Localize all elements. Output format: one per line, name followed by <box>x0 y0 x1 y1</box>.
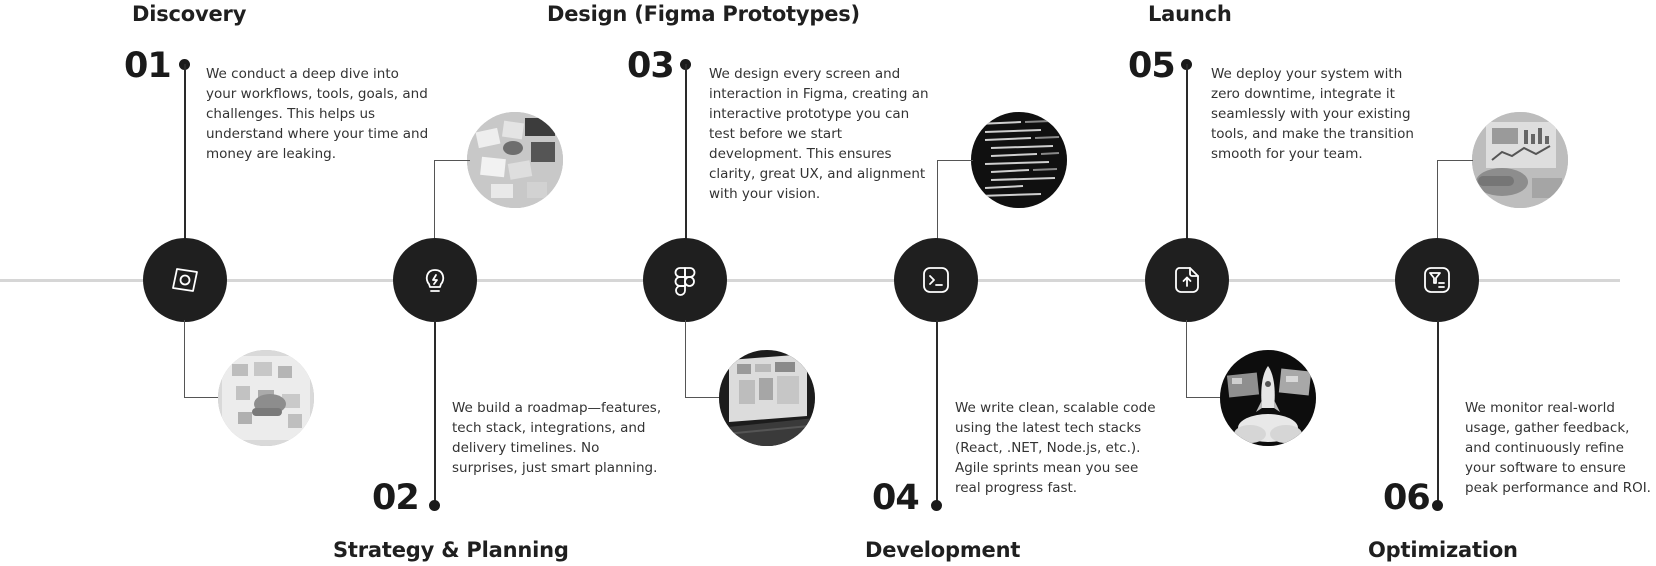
step-5-connector <box>1186 64 1188 240</box>
step-1-photo-connector-v <box>184 320 185 398</box>
step-6-number: 06 <box>1383 478 1431 518</box>
upload-file-icon <box>1175 267 1199 293</box>
lightbulb-icon <box>425 269 445 292</box>
step-6-dot <box>1432 500 1443 511</box>
step-5-photo-connector-v <box>1186 320 1187 398</box>
compass-icon <box>172 268 198 292</box>
step-6-photo-connector-h <box>1437 160 1473 161</box>
step-3-connector <box>685 64 687 240</box>
funnel-list-icon <box>1424 267 1450 293</box>
step-2-description: We build a roadmap—features, tech stack,… <box>452 400 662 476</box>
step-4-icon-circle <box>894 238 978 322</box>
step-6-description: We monitor real-world usage, gather feed… <box>1465 400 1651 496</box>
step-5-photo-connector-h <box>1186 397 1222 398</box>
step-5-number: 05 <box>1128 46 1176 86</box>
step-2-number: 02 <box>372 478 420 518</box>
step-2-connector <box>434 320 436 505</box>
rocket-launch-photo <box>1220 350 1316 446</box>
figma-icon <box>674 267 696 296</box>
step-6-connector <box>1437 320 1439 505</box>
step-6-icon-circle <box>1395 238 1479 322</box>
step-2-icon-circle <box>393 238 477 322</box>
step-3-number: 03 <box>627 46 675 86</box>
dashboard-analytics-photo <box>1472 112 1568 208</box>
step-1-description: We conduct a deep dive into your workflo… <box>206 66 429 162</box>
step-1-icon-circle <box>143 238 227 322</box>
step-2-photo-connector-h <box>434 160 470 161</box>
step-1-title: Discovery <box>132 2 247 26</box>
step-4-title: Development <box>865 538 1021 562</box>
step-5-description: We deploy your system with zero downtime… <box>1211 66 1414 162</box>
whiteboard-photo <box>218 350 314 446</box>
step-4-description: We write clean, scalable code using the … <box>955 400 1156 496</box>
step-1-connector <box>184 64 186 240</box>
terminal-icon <box>923 267 949 293</box>
step-4-connector <box>936 320 938 505</box>
step-6-photo-connector-v <box>1437 160 1438 240</box>
step-1-number: 01 <box>124 46 172 86</box>
step-4-number: 04 <box>872 478 920 518</box>
step-4-photo-connector-h <box>937 160 973 161</box>
step-5-title: Launch <box>1148 2 1232 26</box>
step-3-icon-circle <box>643 238 727 322</box>
timeline-axis <box>0 279 1620 282</box>
step-4-dot <box>931 500 942 511</box>
step-3-photo-connector-h <box>685 397 721 398</box>
step-3-photo-connector-v <box>685 320 686 398</box>
sketch-planning-photo <box>467 112 563 208</box>
figma-laptop-photo <box>719 350 815 446</box>
step-5-icon-circle <box>1145 238 1229 322</box>
step-6-title: Optimization <box>1368 538 1518 562</box>
step-1-photo-connector-h <box>184 397 220 398</box>
step-2-dot <box>429 500 440 511</box>
step-2-title: Strategy & Planning <box>333 538 569 562</box>
step-2-photo-connector-v <box>434 160 435 240</box>
code-screen-photo <box>971 112 1067 208</box>
step-3-description: We design every screen and interaction i… <box>709 66 929 202</box>
step-4-photo-connector-v <box>937 160 938 240</box>
step-3-title: Design (Figma Prototypes) <box>547 2 860 26</box>
